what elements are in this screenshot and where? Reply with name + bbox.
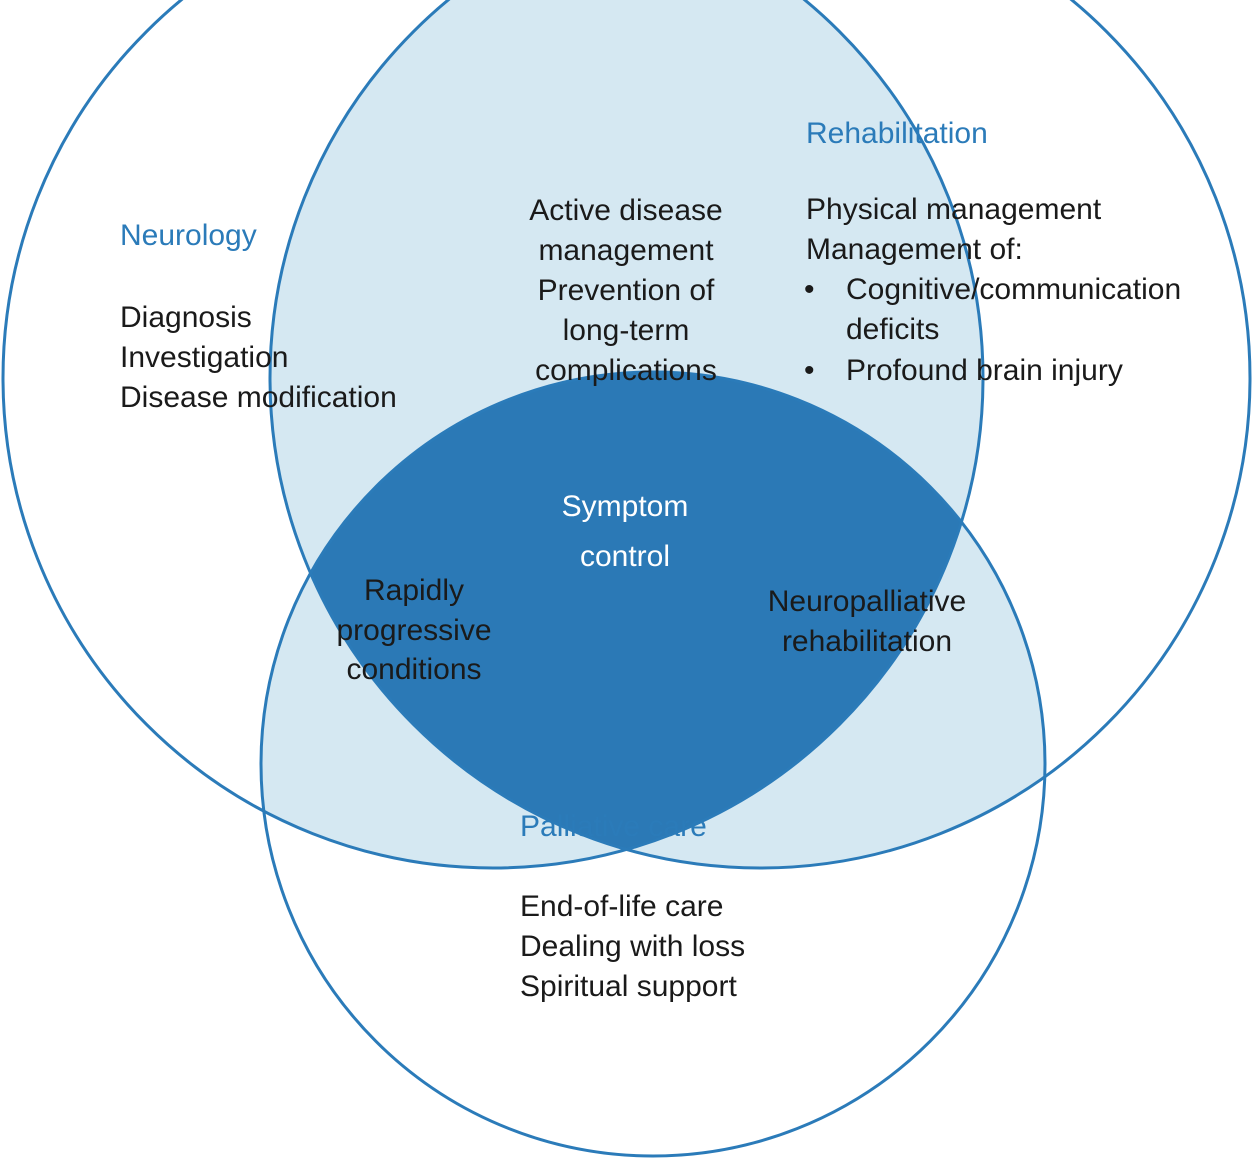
overlap-neuro-rehab-line: complications	[535, 354, 717, 387]
center-line: Symptom	[562, 490, 689, 523]
overlap-neuro-rehab-line: Active disease	[529, 194, 722, 227]
rehabilitation-line: Management of:	[806, 233, 1023, 266]
palliative-circle	[259, 370, 1047, 1158]
overlap-neuro-palliative-line: Rapidly	[364, 574, 464, 607]
palliative-item: Spiritual support	[520, 970, 737, 1003]
overlap-rehab-palliative-line: Neuropalliative	[768, 585, 966, 618]
center-line: control	[580, 540, 670, 573]
bullet-dot: •	[804, 354, 815, 387]
rehabilitation-circle	[268, 0, 1252, 870]
overlap-neuro-rehab-line: management	[538, 234, 714, 267]
neurology-item: Disease modification	[120, 381, 397, 414]
bullet-dot: •	[804, 273, 815, 306]
rehabilitation-title: Rehabilitation	[806, 117, 988, 150]
overlap-neuro-palliative-line: progressive	[336, 614, 491, 647]
neurology-item: Diagnosis	[120, 301, 252, 334]
overlap-neuro-rehab-line: Prevention of	[538, 274, 715, 307]
overlap-center	[270, 372, 983, 868]
rehabilitation-bullet: Cognitive/communication	[846, 273, 1181, 306]
neurology-title: Neurology	[120, 219, 257, 252]
palliative-title: Palliative care	[520, 810, 707, 843]
rehabilitation-bullet: Profound brain injury	[846, 354, 1123, 387]
palliative-item: Dealing with loss	[520, 930, 745, 963]
rehabilitation-line: Physical management	[806, 193, 1102, 226]
neurology-circle	[1, 0, 985, 870]
neurology-item: Investigation	[120, 341, 288, 374]
rehabilitation-bullet: deficits	[846, 313, 939, 346]
overlap-neuro-rehab-line: long-term	[563, 314, 690, 347]
palliative-item: End-of-life care	[520, 890, 723, 923]
overlap-rehab-palliative-line: rehabilitation	[782, 625, 952, 658]
overlap-neuro-palliative-line: conditions	[346, 653, 481, 686]
